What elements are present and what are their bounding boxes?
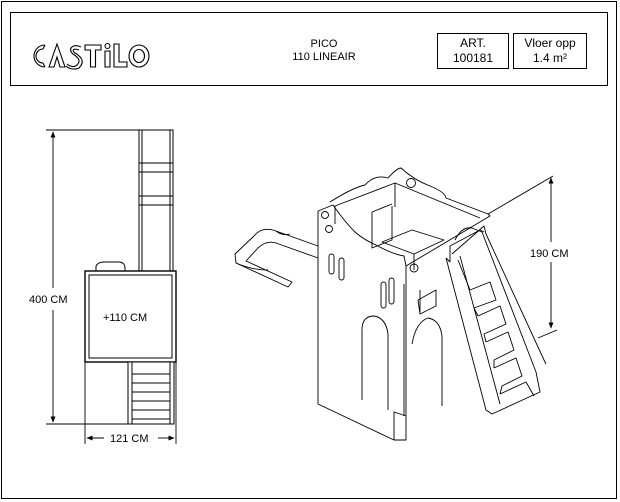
- iso-view: [234, 167, 547, 441]
- plan-slide: [138, 129, 174, 273]
- art-number-box: ART. 100181: [437, 33, 509, 69]
- floor-area-box: Vloer opp 1.4 m²: [513, 33, 587, 69]
- dim-width-label: 121 CM: [110, 433, 149, 445]
- iso-front-right-wall: [393, 213, 491, 441]
- platform-height-label: +110 CM: [103, 312, 147, 324]
- castilo-logo: [33, 42, 150, 70]
- iso-rear-walls: [329, 167, 489, 255]
- model-variant: 110 LINEAIR: [292, 51, 356, 63]
- plan-ladder: [127, 361, 175, 425]
- dim-total-length-label: 400 CM: [29, 294, 68, 306]
- title-block: PICO 110 LINEAIR ART. 100181 Vloer opp 1…: [10, 12, 608, 86]
- plan-view: [84, 129, 177, 425]
- iso-windows: [380, 254, 415, 416]
- floor-label: Vloer opp: [524, 36, 576, 50]
- iso-front-left-wall: [317, 204, 407, 441]
- dim-tower-height-label: 190 CM: [530, 248, 569, 260]
- floor-value: 1.4 m²: [532, 51, 567, 65]
- plan-hood: [95, 261, 126, 272]
- dim-width: [84, 362, 177, 444]
- plan-platform: [84, 270, 177, 363]
- iso-slide: [234, 228, 319, 288]
- model-name: PICO: [310, 38, 338, 50]
- dim-total-length: [46, 129, 139, 425]
- model-info: PICO 110 LINEAIR: [269, 38, 379, 64]
- dim-tower-height: [487, 175, 558, 339]
- iso-staircase: [445, 225, 547, 415]
- art-number: 100181: [452, 51, 494, 65]
- art-label: ART.: [460, 36, 486, 50]
